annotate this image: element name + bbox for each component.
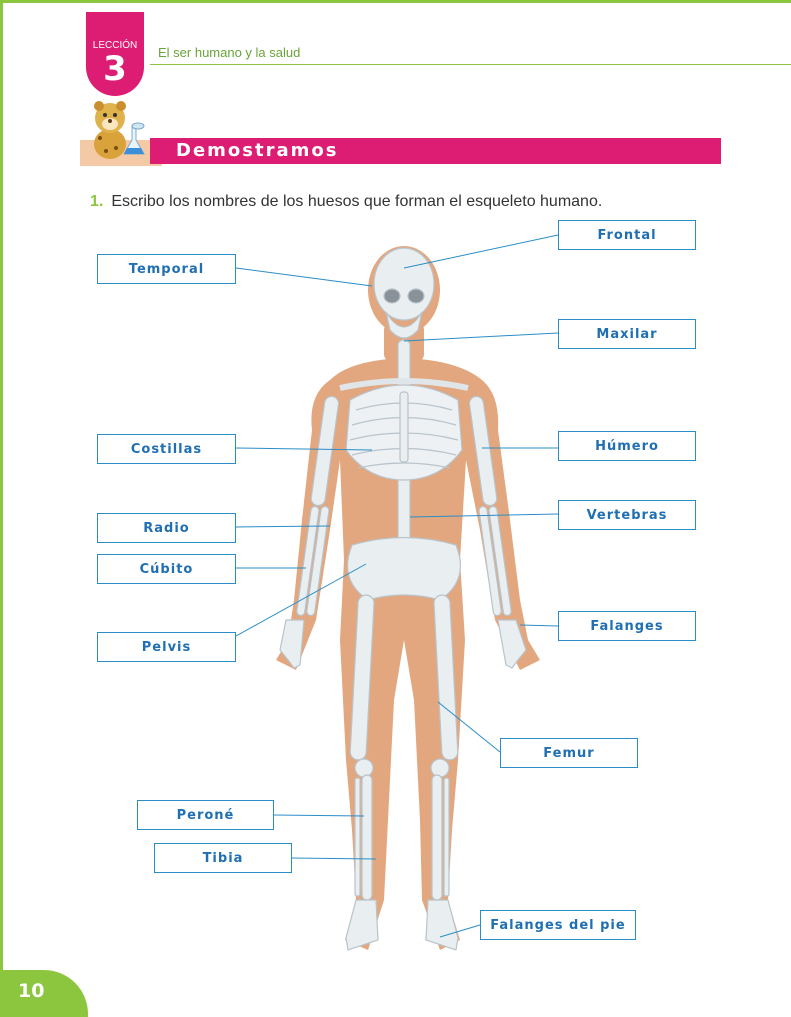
label-cubito: Cúbito [97,554,236,584]
eye-socket-right [408,289,424,303]
skull [374,248,434,320]
sternum [400,392,408,462]
eye-socket-left [384,289,400,303]
label-falanges-pie: Falanges del pie [480,910,636,940]
label-perone: Peroné [137,800,274,830]
label-radio: Radio [97,513,236,543]
foot-left [346,900,378,950]
label-costillas: Costillas [97,434,236,464]
pelvis [348,538,461,601]
label-maxilar: Maxilar [558,319,696,349]
fibula-right [444,778,449,896]
label-falanges: Falanges [558,611,696,641]
label-femur: Femur [500,738,638,768]
label-frontal: Frontal [558,220,696,250]
label-humero: Húmero [558,431,696,461]
foot-right [426,900,458,950]
fibula-left [355,778,360,896]
page-number: 10 [18,980,44,1002]
label-vertebras: Vertebras [558,500,696,530]
label-temporal: Temporal [97,254,236,284]
tibia-right [432,775,442,900]
tibia-left [362,775,372,900]
label-tibia: Tibia [154,843,292,873]
label-pelvis: Pelvis [97,632,236,662]
